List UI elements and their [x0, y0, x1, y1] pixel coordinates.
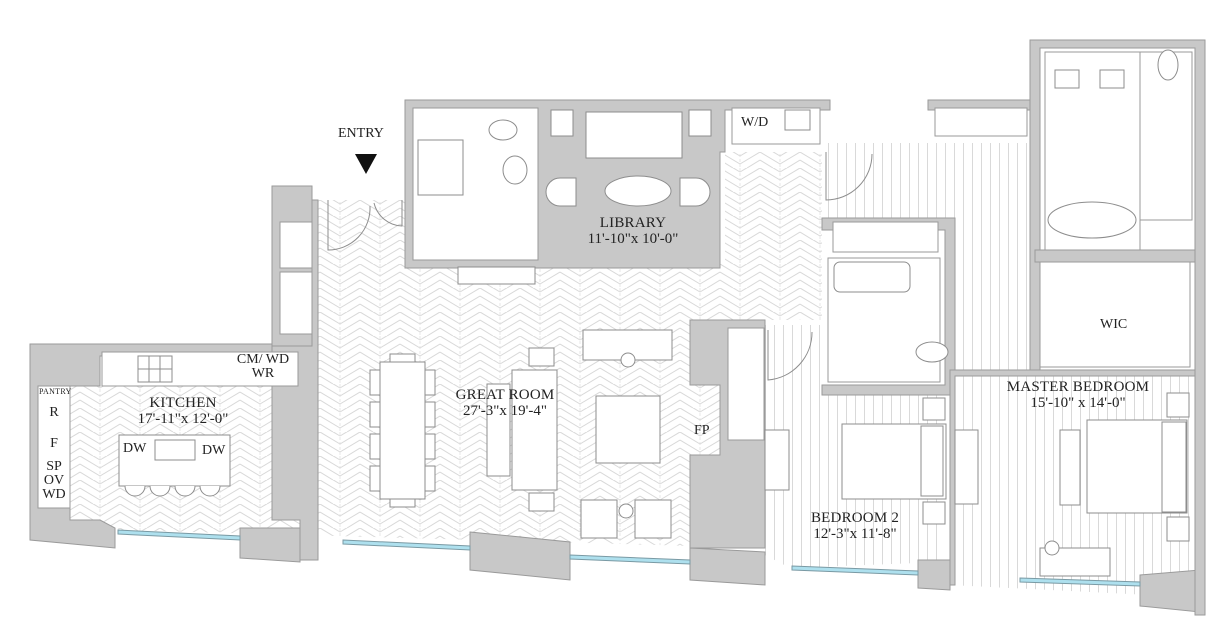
great-room-dims: 27'-3"x 19'-4" — [463, 402, 547, 419]
kitchen-name: KITCHEN — [149, 395, 217, 411]
library-dims: 11'-10"x 10'-0" — [587, 230, 679, 247]
windows — [117, 529, 1141, 587]
sp-label: SP — [46, 459, 62, 474]
great-room-label: GREAT ROOM 27'-3"x 19'-4" — [440, 387, 570, 420]
fireplace-label: FP — [694, 423, 710, 438]
freezer-label: F — [50, 436, 58, 451]
wd-kitchen-label: WD — [42, 487, 66, 502]
wic-label: WIC — [1100, 317, 1128, 332]
dishwasher-right-label: DW — [202, 443, 226, 458]
furniture — [118, 49, 1190, 577]
entry-label: ENTRY — [338, 126, 384, 141]
master-bedroom-label: MASTER BEDROOM 15'-10" x 14'-0" — [998, 379, 1158, 412]
library-name: LIBRARY — [599, 215, 667, 231]
dishwasher-left-label: DW — [123, 441, 147, 456]
down-triangle-arrow-icon — [355, 154, 377, 174]
bedroom2-name: BEDROOM 2 — [810, 510, 900, 526]
bedroom2-label: BEDROOM 2 12'-3"x 11'-8" — [800, 510, 910, 543]
master-bedroom-name: MASTER BEDROOM — [1006, 379, 1150, 395]
wr-label: WR — [251, 366, 275, 381]
washer-dryer-label: W/D — [741, 115, 769, 130]
library-label: LIBRARY 11'-10"x 10'-0" — [568, 215, 698, 248]
cm-wd-label: CM/ WD — [236, 352, 290, 367]
kitchen-dims: 17'-11"x 12'-0" — [137, 410, 229, 427]
kitchen-label: KITCHEN 17'-11"x 12'-0" — [128, 395, 238, 428]
great-room-name: GREAT ROOM — [455, 387, 555, 403]
master-bedroom-dims: 15'-10" x 14'-0" — [1030, 394, 1126, 411]
service-rooms — [37, 51, 1193, 509]
bedroom2-dims: 12'-3"x 11'-8" — [813, 525, 897, 542]
refrigerator-label: R — [49, 405, 59, 420]
doors — [327, 152, 873, 381]
pantry-label: PANTRY — [39, 387, 72, 396]
ov-label: OV — [43, 473, 65, 488]
